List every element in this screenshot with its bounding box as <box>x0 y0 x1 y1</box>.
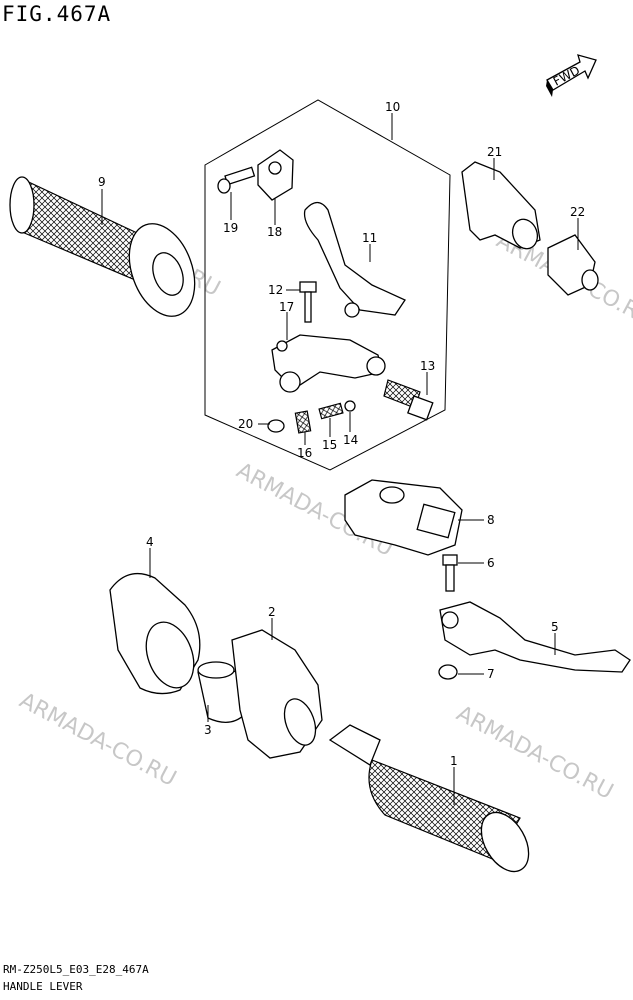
part-11-lever <box>303 201 406 318</box>
callout-8: 8 <box>487 513 495 527</box>
part-15-spring <box>318 402 344 420</box>
callout-13: 13 <box>420 359 435 373</box>
callout-12: 12 <box>268 283 283 297</box>
callout-9: 9 <box>98 175 106 189</box>
part-22-cam <box>547 234 599 296</box>
watermark: ARMADA-CO.RU <box>15 688 180 792</box>
figure-title: FIG.467A <box>2 2 112 26</box>
lever-bracket <box>271 334 386 393</box>
callout-2: 2 <box>268 605 276 619</box>
callout-3: 3 <box>204 723 212 737</box>
figure-name: HANDLE LEVER <box>3 980 83 993</box>
part-21-cover <box>461 161 541 250</box>
callout-17: 17 <box>279 300 294 314</box>
callout-10: 10 <box>385 100 400 114</box>
callout-20: 20 <box>238 417 253 431</box>
part-20-nut <box>267 419 285 433</box>
callout-14: 14 <box>343 433 358 447</box>
part-9-left-grip <box>9 176 196 317</box>
callout-18: 18 <box>267 225 282 239</box>
callout-4: 4 <box>146 535 154 549</box>
part-14-ball <box>344 400 356 412</box>
part-6-bolt <box>442 554 458 592</box>
fwd-arrow-icon: FWD <box>546 54 597 97</box>
part-1-right-grip <box>328 724 530 873</box>
callouts: 1 2 3 4 5 6 7 8 9 10 11 12 13 14 15 16 1… <box>98 100 585 768</box>
callout-21: 21 <box>487 145 502 159</box>
callout-15: 15 <box>322 438 337 452</box>
part-13-adjuster <box>383 379 434 421</box>
part-7-nut <box>438 664 458 680</box>
part-19-bolt <box>217 166 256 194</box>
callout-6: 6 <box>487 556 495 570</box>
part-18-holder <box>257 149 294 201</box>
part-16-spring <box>294 410 312 434</box>
watermarks: ARMADA-CO.RU ARMADA-CO.RU ARMADA-CO.RU A… <box>15 198 633 805</box>
leader-lines <box>101 113 579 805</box>
watermark: ARMADA-CO.RU <box>452 701 617 805</box>
callout-7: 7 <box>487 667 495 681</box>
figure-code: RM-Z250L5_E03_E28_467A <box>3 963 149 976</box>
callout-5: 5 <box>551 620 559 634</box>
callout-1: 1 <box>450 754 458 768</box>
part-2-housing <box>231 629 323 759</box>
callout-19: 19 <box>223 221 238 235</box>
callout-11: 11 <box>362 231 377 245</box>
part-4-cover <box>109 572 201 695</box>
lever-assembly-outline <box>204 99 451 471</box>
callout-16: 16 <box>297 446 312 460</box>
part-5-lever <box>439 601 631 673</box>
part-8-housing <box>344 479 463 556</box>
callout-22: 22 <box>570 205 585 219</box>
part-12-bolt <box>299 281 317 323</box>
fwd-label: FWD <box>551 63 582 89</box>
